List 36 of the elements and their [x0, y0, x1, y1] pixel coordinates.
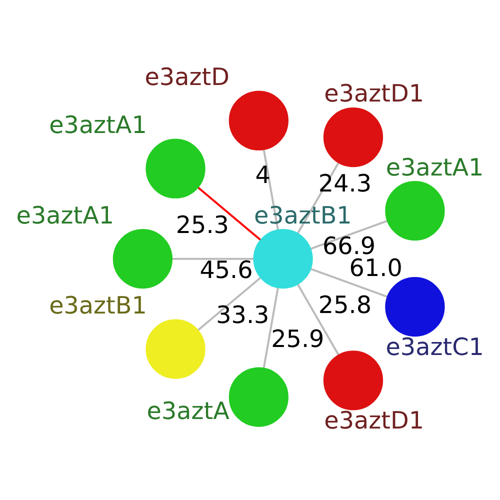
edge-label: 25.8 [318, 290, 372, 318]
edge-label: 4 [255, 160, 270, 188]
node-circle [323, 350, 384, 410]
node-circle [112, 228, 172, 288]
edge-label: 24.3 [318, 168, 372, 197]
node-circle [146, 318, 206, 378]
node-circle [228, 90, 288, 150]
connector [197, 276, 262, 331]
node-label: e3aztD1 [324, 79, 424, 108]
node-circle [323, 106, 384, 167]
connector [197, 186, 262, 240]
node-label: e3aztA1 [386, 152, 484, 181]
connector [296, 161, 340, 234]
node-label: e3aztB1 [49, 290, 147, 319]
node-circle [146, 138, 206, 198]
node-label: e3aztD1 [324, 406, 424, 434]
node-label: e3aztB1 [254, 200, 352, 229]
node-circle [385, 276, 445, 336]
node-label: e3aztA [146, 396, 230, 425]
edge-label: 25.9 [271, 324, 324, 353]
edge-label: 45.6 [200, 255, 253, 284]
node-label: e3aztA1 [49, 110, 147, 139]
edge-label: 33.3 [216, 300, 270, 329]
connector [296, 283, 340, 356]
connector [172, 257, 254, 260]
connector [262, 286, 279, 368]
node-label: e3aztA1 [16, 200, 114, 229]
edge-label: 25.3 [176, 210, 229, 238]
node-circle [228, 366, 288, 426]
connector [262, 148, 279, 230]
node-label: e3aztD [144, 62, 230, 91]
connector [310, 267, 388, 298]
node-label: e3aztC1 [386, 332, 484, 360]
node-circle [385, 180, 445, 240]
node-circle [253, 228, 313, 288]
connector [310, 219, 388, 250]
